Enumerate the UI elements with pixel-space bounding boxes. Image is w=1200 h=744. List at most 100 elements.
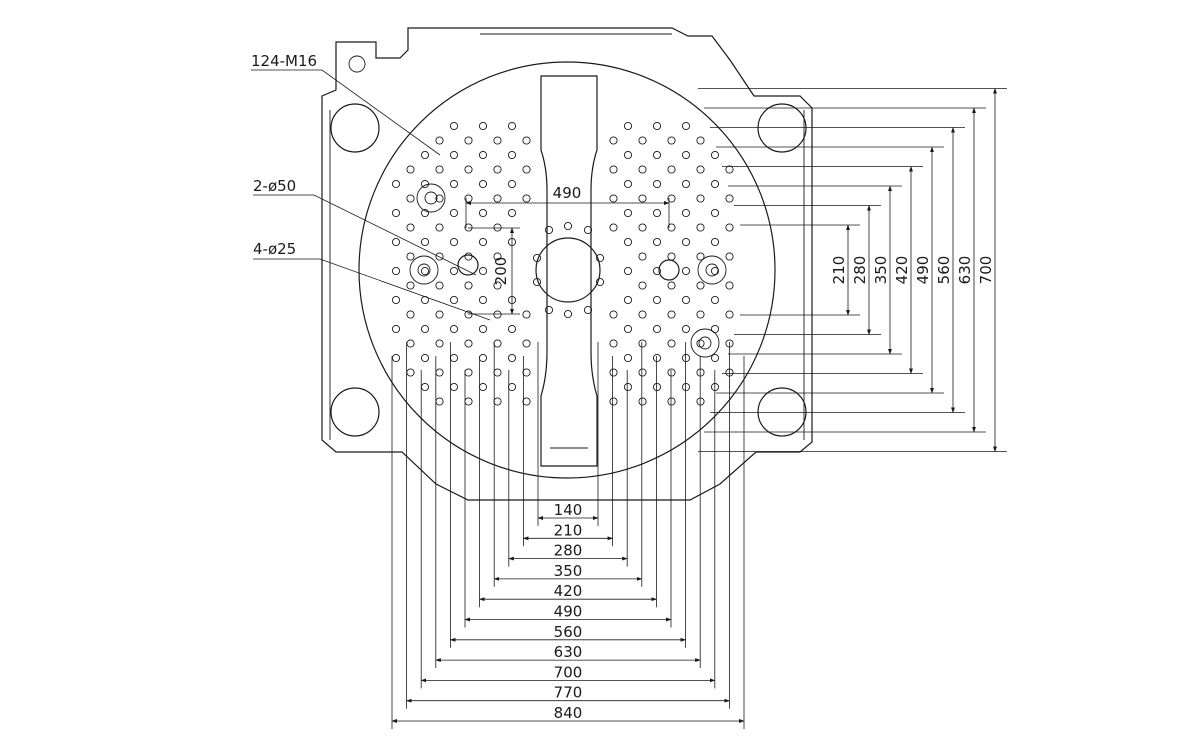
- bolt-hole: [464, 397, 473, 406]
- bolt-hole: [493, 281, 502, 290]
- bolt-hole: [464, 281, 473, 290]
- bolt-hole: [652, 353, 662, 363]
- bolt-hole: [493, 368, 502, 377]
- dim-490-center: 490: [465, 184, 670, 228]
- bolt-hole: [435, 194, 444, 203]
- tie-bar-bore-bottom-right: [757, 387, 807, 437]
- bolt-hole: [493, 252, 502, 261]
- platen-face-circle: [358, 61, 776, 479]
- bolt-hole: [522, 339, 531, 348]
- bolt-hole: [725, 252, 734, 261]
- bolt-hole: [667, 223, 676, 232]
- bolt-hole: [493, 165, 502, 174]
- bolt-hole: [623, 382, 633, 392]
- dim-horizontal-280: 280: [508, 370, 628, 567]
- bolt-hole: [507, 353, 517, 363]
- bolt-hole: [710, 295, 720, 305]
- bolt-hole: [667, 252, 676, 261]
- bolt-hole: [696, 339, 705, 348]
- bolt-hole: [638, 136, 647, 145]
- bolt-hole: [583, 305, 593, 315]
- bolt-hole: [638, 281, 647, 290]
- tie-bar-bore-bottom-left: [330, 387, 380, 437]
- bolt-hole: [391, 266, 401, 276]
- bolt-hole: [406, 165, 415, 174]
- bolt-hole: [652, 266, 662, 276]
- bolt-hole: [623, 121, 633, 131]
- dim-vertical-label: 630: [956, 256, 974, 285]
- dim-horizontal-490: 490: [464, 370, 672, 628]
- bolt-hole: [464, 223, 473, 232]
- bolt-hole: [493, 310, 502, 319]
- dim-horizontal-label: 350: [554, 562, 583, 580]
- bolt-hole: [667, 194, 676, 203]
- dim-horizontal-700: 700: [420, 370, 716, 689]
- bolt-hole: [391, 353, 401, 363]
- bolt-hole: [493, 397, 502, 406]
- bolt-hole: [435, 136, 444, 145]
- bolt-hole: [696, 310, 705, 319]
- bolt-hole: [638, 194, 647, 203]
- bolt-hole: [652, 295, 662, 305]
- bolt-hole: [696, 223, 705, 232]
- bolt-hole: [681, 295, 691, 305]
- bolt-hole: [710, 266, 720, 276]
- dim-vertical-630: 630: [704, 107, 986, 433]
- bolt-hole: [464, 339, 473, 348]
- bolt-hole: [725, 310, 734, 319]
- bolt-hole: [609, 368, 618, 377]
- callout-large-holes: 2-ø50: [253, 177, 296, 195]
- dim-horizontal-label: 420: [554, 582, 583, 600]
- callout-4-25: 4-ø25: [253, 240, 491, 321]
- bolt-hole: [667, 339, 676, 348]
- bolt-hole: [681, 179, 691, 189]
- bore-50-left: [457, 254, 479, 276]
- bolt-hole: [406, 223, 415, 232]
- bolt-hole: [710, 179, 720, 189]
- dim-vertical-350: 350: [728, 185, 902, 355]
- dim-vertical-label: 210: [830, 256, 848, 285]
- dim-200-label: 200: [492, 257, 510, 286]
- dim-horizontal-770: 770: [406, 342, 730, 709]
- bolt-hole: [406, 368, 415, 377]
- bolt-hole: [652, 121, 662, 131]
- bolt-hole: [710, 237, 720, 247]
- bolt-hole: [652, 324, 662, 334]
- bolt-hole: [406, 310, 415, 319]
- bolt-hole: [478, 208, 488, 218]
- bolt-hole: [609, 165, 618, 174]
- bolt-hole: [696, 252, 705, 261]
- bolt-hole: [478, 382, 488, 392]
- bolt-hole: [652, 150, 662, 160]
- bolt-hole: [493, 136, 502, 145]
- bolt-hole: [464, 368, 473, 377]
- dim-horizontal-label: 770: [554, 684, 583, 702]
- bolt-hole: [544, 225, 554, 235]
- bolt-hole: [563, 221, 573, 231]
- bolt-hole: [435, 252, 444, 261]
- bolt-hole: [478, 179, 488, 189]
- bolt-hole: [609, 136, 618, 145]
- dim-vertical-420: 420: [722, 165, 923, 375]
- bolt-hole: [681, 324, 691, 334]
- bolt-hole: [681, 121, 691, 131]
- dim-horizontal-140: 140: [537, 342, 599, 526]
- bolt-hole: [667, 136, 676, 145]
- dim-horizontal-420: 420: [479, 356, 657, 608]
- dim-vertical-label: 560: [935, 256, 953, 285]
- bolt-hole: [696, 165, 705, 174]
- dim-vertical-560: 560: [710, 126, 965, 414]
- bolt-hole: [493, 194, 502, 203]
- dim-vertical-label: 350: [872, 256, 890, 285]
- bolt-hole: [583, 225, 593, 235]
- bolt-hole: [435, 281, 444, 290]
- dim-horizontal-label: 630: [554, 643, 583, 661]
- dim-vertical-label: 420: [893, 256, 911, 285]
- bore-50-right: [658, 259, 680, 281]
- bolt-hole: [638, 252, 647, 261]
- bolt-hole: [725, 281, 734, 290]
- bolt-hole: [449, 179, 459, 189]
- bolt-hole: [652, 208, 662, 218]
- bolt-hole: [623, 295, 633, 305]
- bolt-hole: [638, 397, 647, 406]
